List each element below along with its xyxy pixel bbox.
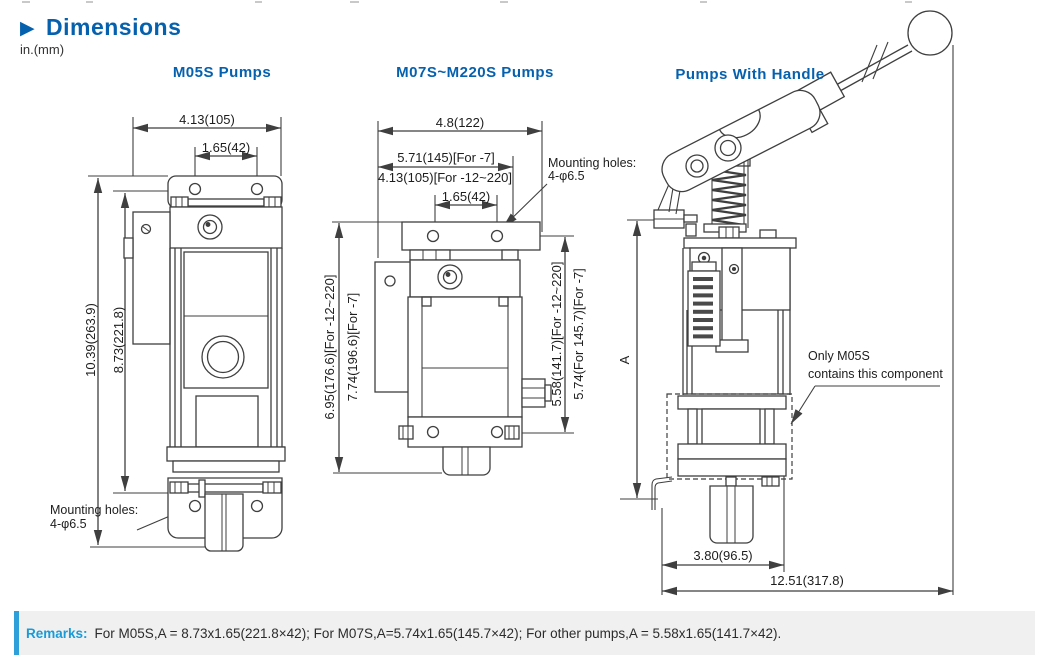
pump3-a-dim: A (616, 355, 632, 365)
pump2-right-height-for7-dim: 5.74(For 145.7)[For -7] (570, 268, 586, 400)
pump3-handle-lever (661, 89, 821, 193)
pump2-mounting-hole (490, 425, 504, 439)
pump2-bottom-cylinder (442, 446, 491, 476)
pump3-handle-ball (907, 10, 953, 56)
pump1-total-height-dim: 10.39(263.9) (82, 303, 98, 377)
pump2-top-cap (409, 259, 521, 298)
pump1-hole-spacing-dim: 1.65(42) (201, 140, 251, 155)
pump1-mounting-note-line1: Mounting holes: (50, 503, 139, 517)
pump2-mounting-note-line1: Mounting holes: (548, 156, 637, 170)
pump3-rod-break-marks (861, 41, 889, 83)
pump2-title: M07S~M220S Pumps (396, 64, 554, 81)
remarks-label: Remarks: (26, 625, 88, 641)
pump1-body (183, 251, 269, 389)
title-arrow-icon: ▶ (20, 18, 35, 39)
pump2-left-height-for7-dim: 7.74(196.6)[For -7] (344, 292, 360, 402)
pump2-width-for12-dim: 4.13(105)[For -12~220] (377, 170, 513, 185)
pump1-mounting-hole (188, 182, 202, 196)
pump1-width-dim: 4.13(105) (179, 112, 235, 127)
pump3-total-width-dim: 12.51(317.8) (770, 573, 844, 588)
pump2-right-height-for12-dim: 5.58(141.7)[For -12~220] (548, 261, 564, 407)
pump2-width-dim: 4.8(122) (435, 115, 485, 130)
pump1-top-cap (169, 206, 283, 249)
pump3-note-leader (790, 385, 816, 425)
pump1-mounting-hole (250, 182, 264, 196)
pump1-port (201, 335, 245, 379)
pump3-foot (651, 476, 673, 510)
pump2-mounting-hole (426, 229, 440, 243)
pump3-ribbed-stack (687, 270, 721, 347)
pump1-top-port (197, 214, 223, 240)
pump3-bottom-cylinder (709, 485, 754, 544)
pump3-spring (711, 168, 747, 227)
pump1-bottom-cylinder (204, 493, 244, 552)
pump2-hole-spacing-dim: 1.65(42) (441, 189, 491, 204)
pump2-body (407, 296, 523, 418)
pump1-drawing (88, 117, 286, 552)
pump2-side-plate (374, 261, 411, 393)
pump3-top-plate (683, 237, 797, 249)
pump2-top-bracket (401, 221, 541, 251)
pump1-body-height-dim: 8.73(221.8) (110, 306, 126, 374)
remarks-bar: Remarks: For M05S,A = 8.73x1.65(221.8×42… (14, 611, 1035, 655)
pump2-mounting-leader (502, 183, 548, 228)
pump3-lever-pivot (685, 154, 709, 178)
pump2-mounting-note-line2: 4-φ6.5 (548, 169, 585, 183)
remarks-text: For M05S,A = 8.73x1.65(221.8×42); For M0… (94, 625, 782, 641)
pump3-note-line2: contains this component (808, 367, 943, 381)
pump3-lever-pivot (714, 134, 742, 162)
pump3-note-line1: Only M05S (808, 349, 870, 363)
pump3-base-width-dim: 3.80(96.5) (693, 548, 753, 563)
pump1-title: M05S Pumps (172, 64, 272, 81)
pump1-mounting-hole (250, 499, 264, 513)
pump2-drawing (332, 121, 574, 476)
page-title: Dimensions (46, 14, 182, 40)
pump2-left-height-for12-dim: 6.95(176.6)[For -12~220] (321, 274, 337, 420)
pump2-width-for7-dim: 5.71(145)[For -7] (397, 150, 495, 165)
pump3-body-frame (682, 248, 791, 395)
pump3-center-bar (721, 247, 743, 347)
pump2-mounting-hole (426, 425, 440, 439)
pump1-mounting-hole (188, 499, 202, 513)
pump2-top-port (437, 264, 463, 290)
pump1-lower-section (195, 395, 259, 448)
pump2-mounting-hole (490, 229, 504, 243)
pump1-mounting-note-line2: 4-φ6.5 (50, 517, 87, 531)
pump1-tie-rods (169, 248, 283, 447)
units-label: in.(mm) (20, 42, 65, 57)
pump1-side-plate (132, 211, 171, 345)
pump2-hex-fitting (521, 378, 546, 408)
pump3-title: Pumps With Handle (675, 66, 825, 83)
pump3-drawing (620, 10, 954, 596)
